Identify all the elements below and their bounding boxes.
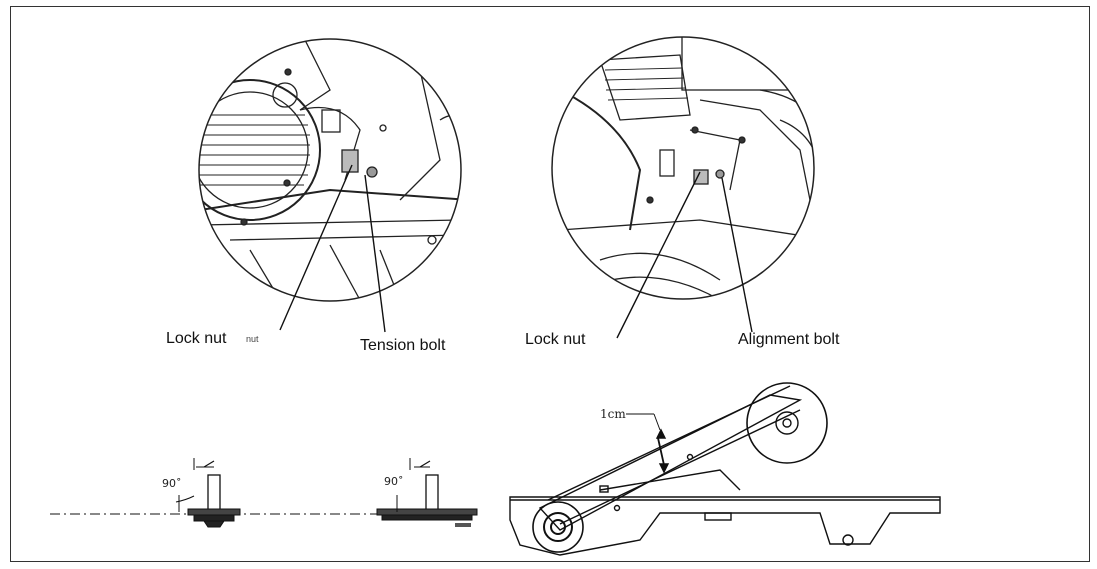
belt-gap-label: 1cm: [600, 407, 626, 421]
angle-right-label: 90˚: [384, 475, 404, 488]
pulley-alignment-left: [50, 458, 405, 528]
diagram-frame: [10, 6, 1090, 562]
belt-assembly-side-view: [509, 382, 941, 556]
right-detail-view: [551, 36, 815, 300]
alignment-bolt-label: Alignment bolt: [738, 331, 840, 348]
angle-left-label: 90˚: [162, 477, 182, 490]
left-nut-small-label: nut: [246, 334, 259, 344]
right-lock-nut-label: Lock nut: [525, 331, 586, 348]
tension-bolt-label: Tension bolt: [360, 337, 446, 354]
leader-lines: [279, 164, 753, 339]
left-detail-view: [198, 38, 462, 302]
left-lock-nut-label: Lock nut: [166, 330, 227, 347]
pulley-alignment-right: [376, 458, 478, 527]
